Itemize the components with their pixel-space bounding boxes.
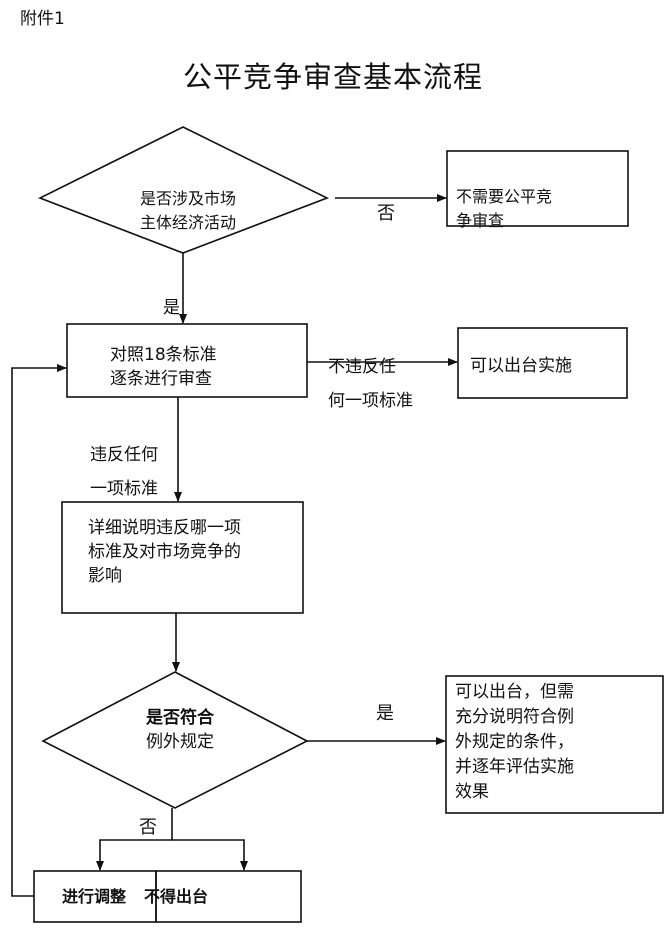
adjust-text: 进行调整 (62, 887, 127, 906)
conditional-box (445, 675, 664, 814)
decision-exception-bold-text: 是否符合 (146, 708, 214, 728)
edge-label-no-violation: 不违反任 何一项标准 (328, 357, 413, 411)
conditional-text: 可以出台，但需 充分说明符合例 外规定的条件， 并逐年评估实施 效果 (455, 682, 574, 802)
edge-label-yes-2: 是 (376, 703, 394, 724)
decision-exception-diamond (41, 671, 309, 809)
edge-exception-no (96, 808, 173, 871)
edge-label-no-1: 否 (377, 203, 395, 224)
edge-label-yes-1: 是 (163, 298, 180, 318)
attachment-label: 附件1 (20, 9, 65, 29)
no-review-text: 不需要公平竞 争审查 (456, 187, 553, 230)
can-implement-text: 可以出台实施 (470, 356, 572, 376)
edge-label-no-2: 否 (139, 817, 157, 838)
decision-market-text: 是否涉及市场 主体经济活动 (139, 189, 236, 232)
page-title: 公平竞争审查基本流程 (182, 60, 483, 94)
edge-label-violation: 违反任何 一项标准 (90, 445, 158, 499)
not-issue-text: 不得出台 (144, 887, 209, 906)
edge-feedback-loop (11, 364, 67, 897)
explain-violation-text: 详细说明违反哪一项 标准及对市场竞争的 影响 (88, 518, 241, 586)
not-issue-box (155, 870, 302, 923)
review-18-text: 对照18条标准 逐条进行审查 (110, 345, 217, 389)
no-review-box (446, 150, 629, 227)
decision-exception-rest-text: 例外规定 (146, 732, 214, 752)
edge-exception-no-right (172, 839, 248, 871)
can-implement-box (457, 327, 628, 399)
explain-violation-box (61, 501, 304, 614)
review-18-box (66, 323, 308, 398)
